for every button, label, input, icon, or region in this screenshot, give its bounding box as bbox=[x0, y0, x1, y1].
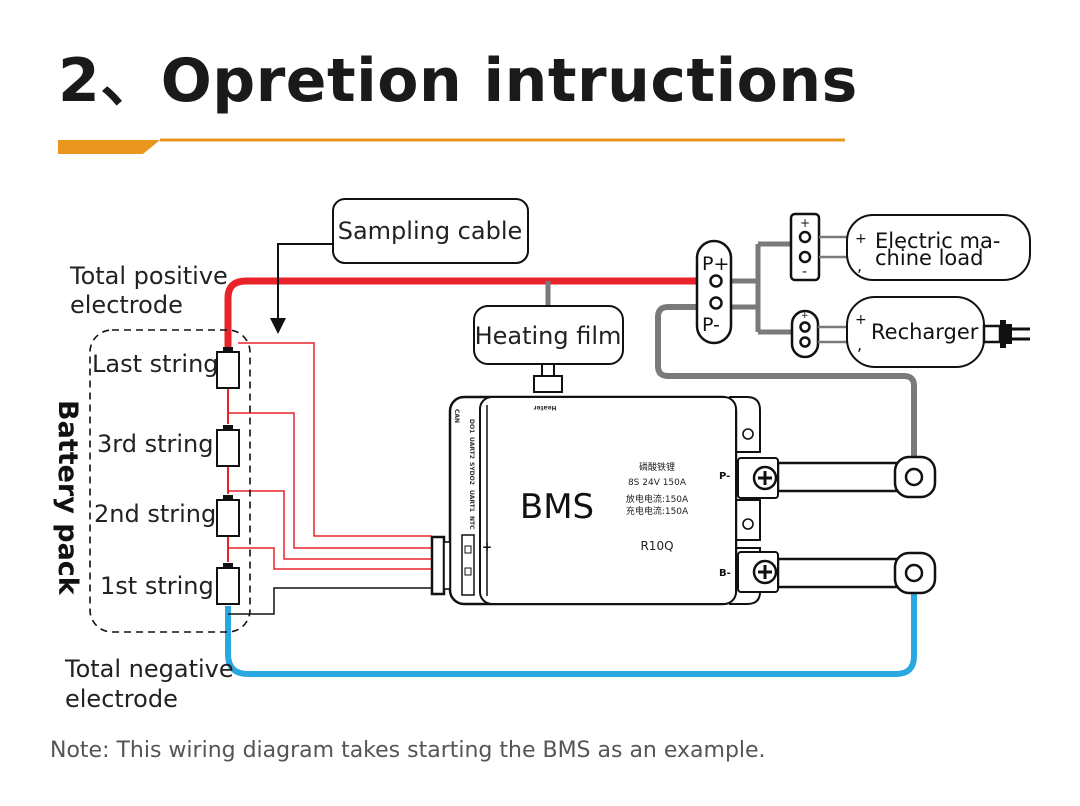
total-positive-label-1: Total positive bbox=[69, 262, 228, 290]
cell-3rd bbox=[216, 425, 240, 467]
p-plus-label: P+ bbox=[702, 253, 729, 275]
port-uart2: UART2 bbox=[468, 437, 475, 459]
sampling-arrow bbox=[270, 243, 333, 334]
bms-unit bbox=[430, 395, 937, 606]
plug-icon bbox=[982, 320, 1030, 348]
cell-1st bbox=[216, 563, 240, 605]
footnote: Note: This wiring diagram takes starting… bbox=[50, 738, 766, 763]
bms-chemistry: 磷酸铁锂 bbox=[639, 461, 675, 473]
port-sydo2: SYDO2 bbox=[468, 462, 475, 485]
port-uart1: UART1 bbox=[468, 490, 475, 512]
load-leads bbox=[819, 235, 850, 259]
total-negative-label-2: electrode bbox=[65, 685, 178, 713]
battery-pack-label: Battery pack bbox=[52, 400, 83, 596]
load-box-plus: + bbox=[855, 231, 867, 247]
negative-sampling-wire bbox=[228, 587, 432, 615]
total-positive-wire bbox=[224, 277, 706, 352]
load-box bbox=[846, 214, 1031, 281]
terminal-p-label: P- bbox=[719, 471, 730, 482]
bms-name: BMS bbox=[520, 487, 594, 527]
total-negative-wire bbox=[225, 584, 917, 677]
page-title: 2、Opretion intructions bbox=[58, 46, 858, 116]
p-minus-label: P- bbox=[702, 314, 720, 336]
recharger-box-comma: , bbox=[857, 335, 862, 354]
bms-heater-port: Heater bbox=[533, 404, 556, 411]
load-connector bbox=[789, 212, 821, 282]
recharger-box-plus: + bbox=[855, 312, 867, 328]
cell-last bbox=[216, 347, 240, 389]
recharger-plus: + bbox=[801, 311, 809, 321]
load-label-2: chine load bbox=[875, 246, 983, 270]
terminal-b-label: B- bbox=[719, 568, 731, 579]
load-box-comma: , bbox=[857, 256, 862, 275]
battery-pack-outline bbox=[89, 329, 251, 633]
port-ntc: NTC bbox=[468, 516, 475, 530]
port-can: CAN bbox=[453, 409, 460, 423]
string-label-last: Last string bbox=[92, 350, 219, 378]
port-do1: DO1 bbox=[468, 419, 475, 433]
total-negative-label-1: Total negative bbox=[64, 655, 234, 683]
recharger-label: Recharger bbox=[871, 320, 979, 344]
bms-plus-mark: + bbox=[482, 540, 492, 554]
bms-port-labels: CAN DO1 UART2 SYDO2 UART1 NTC bbox=[453, 409, 475, 530]
bms-charge: 充电电流:150A bbox=[626, 505, 689, 517]
load-label-1: Electric ma- bbox=[875, 229, 1000, 253]
recharger-leads bbox=[818, 325, 850, 344]
heating-film-label: Heating film bbox=[475, 322, 622, 350]
string-label-3rd: 3rd string bbox=[97, 430, 213, 458]
title-underline bbox=[58, 138, 845, 154]
p-minus-cable bbox=[655, 304, 917, 468]
sampling-wires bbox=[228, 342, 432, 570]
sampling-cable-label: Sampling cable bbox=[338, 217, 523, 245]
load-minus: - bbox=[802, 264, 807, 280]
load-plus: + bbox=[800, 216, 810, 230]
output-cables bbox=[728, 241, 794, 335]
bms-spec: 8S 24V 150A bbox=[628, 478, 687, 488]
bms-model: R10Q bbox=[640, 539, 673, 553]
total-positive-label-2: electrode bbox=[70, 291, 183, 319]
string-label-1st: 1st string bbox=[100, 572, 214, 600]
sampling-cable-box bbox=[332, 198, 529, 264]
bms-discharge: 放电电流:150A bbox=[626, 493, 689, 505]
heater-connector bbox=[533, 363, 563, 393]
recharger-connector bbox=[790, 309, 820, 359]
p-connector bbox=[695, 239, 733, 345]
cell-2nd bbox=[216, 495, 240, 537]
string-label-2nd: 2nd string bbox=[94, 500, 216, 528]
